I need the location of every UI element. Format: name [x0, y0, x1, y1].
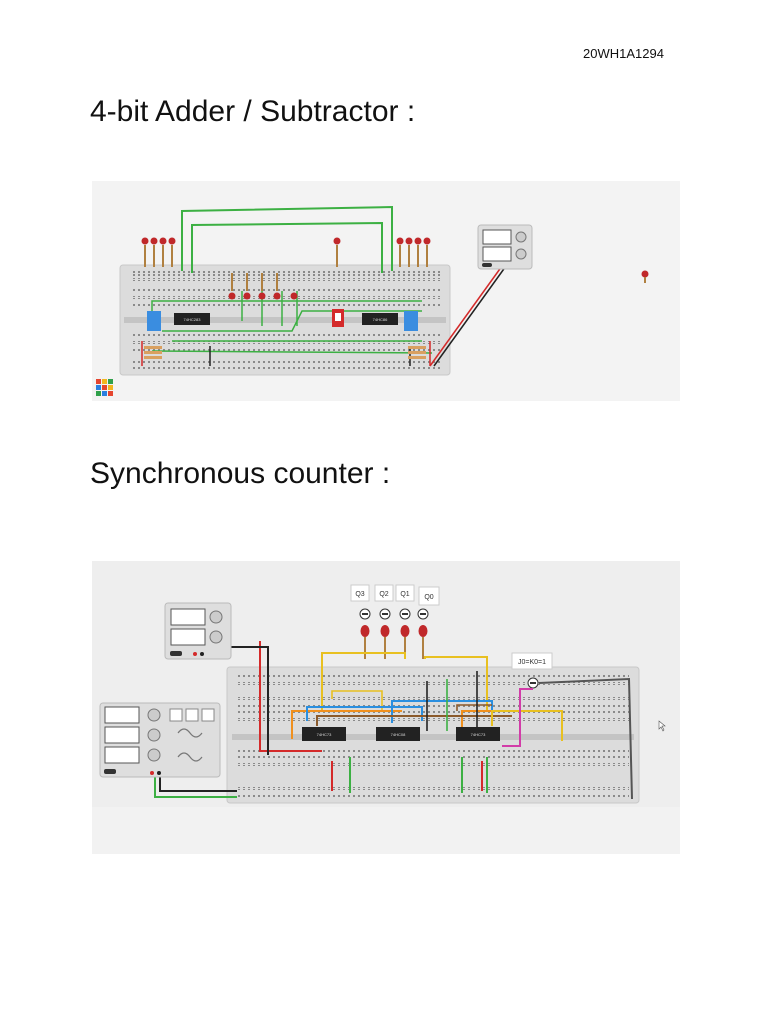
svg-text:74HC08: 74HC08	[391, 732, 406, 737]
svg-text:Q1: Q1	[400, 591, 409, 598]
output-leds	[360, 625, 428, 659]
dip-switch-right	[404, 311, 418, 331]
chip-label-2: 74HC86	[373, 317, 388, 322]
jk-input-label: J0=K0=1	[511, 652, 553, 689]
svg-text:Q2: Q2	[379, 591, 388, 598]
led-group-right	[396, 237, 431, 267]
function-generator	[99, 702, 221, 778]
svg-text:74HC73: 74HC73	[317, 732, 332, 737]
app-logo-icon	[96, 379, 113, 396]
svg-text:Q0: Q0	[424, 594, 433, 601]
output-label-q2: Q2	[374, 584, 394, 602]
chip-label-1: 74HC283	[184, 317, 202, 322]
svg-text:74HC73: 74HC73	[471, 732, 486, 737]
chip-74hc86: 74HC86	[362, 313, 398, 325]
section-title-adder-subtractor: 4-bit Adder / Subtractor :	[90, 95, 416, 128]
led-group-left	[141, 237, 176, 267]
output-label-q0: Q0	[418, 586, 440, 606]
chip-74hc283: 74HC283	[174, 313, 210, 325]
section-title-sync-counter: Synchronous counter :	[90, 457, 391, 490]
chip-74hc73-left: 74HC73	[302, 727, 346, 741]
mouse-cursor-icon	[658, 720, 666, 732]
power-supply	[477, 224, 533, 270]
roll-number: 20WH1A1294	[583, 46, 664, 61]
chip-74hc08: 74HC08	[376, 727, 420, 741]
output-label-q3: Q3	[350, 584, 370, 602]
output-label-q1: Q1	[395, 584, 415, 602]
dc-power-supply	[164, 602, 232, 660]
chip-74hc73-right: 74HC73	[456, 727, 500, 741]
dip-switch-left	[147, 311, 161, 331]
svg-text:J0=K0=1: J0=K0=1	[518, 659, 546, 666]
svg-text:Q3: Q3	[355, 591, 364, 598]
sync-counter-circuit-image: Q3 Q2 Q1 Q0	[92, 561, 680, 854]
adder-subtractor-circuit-image: 74HC283 74HC86	[92, 181, 680, 401]
